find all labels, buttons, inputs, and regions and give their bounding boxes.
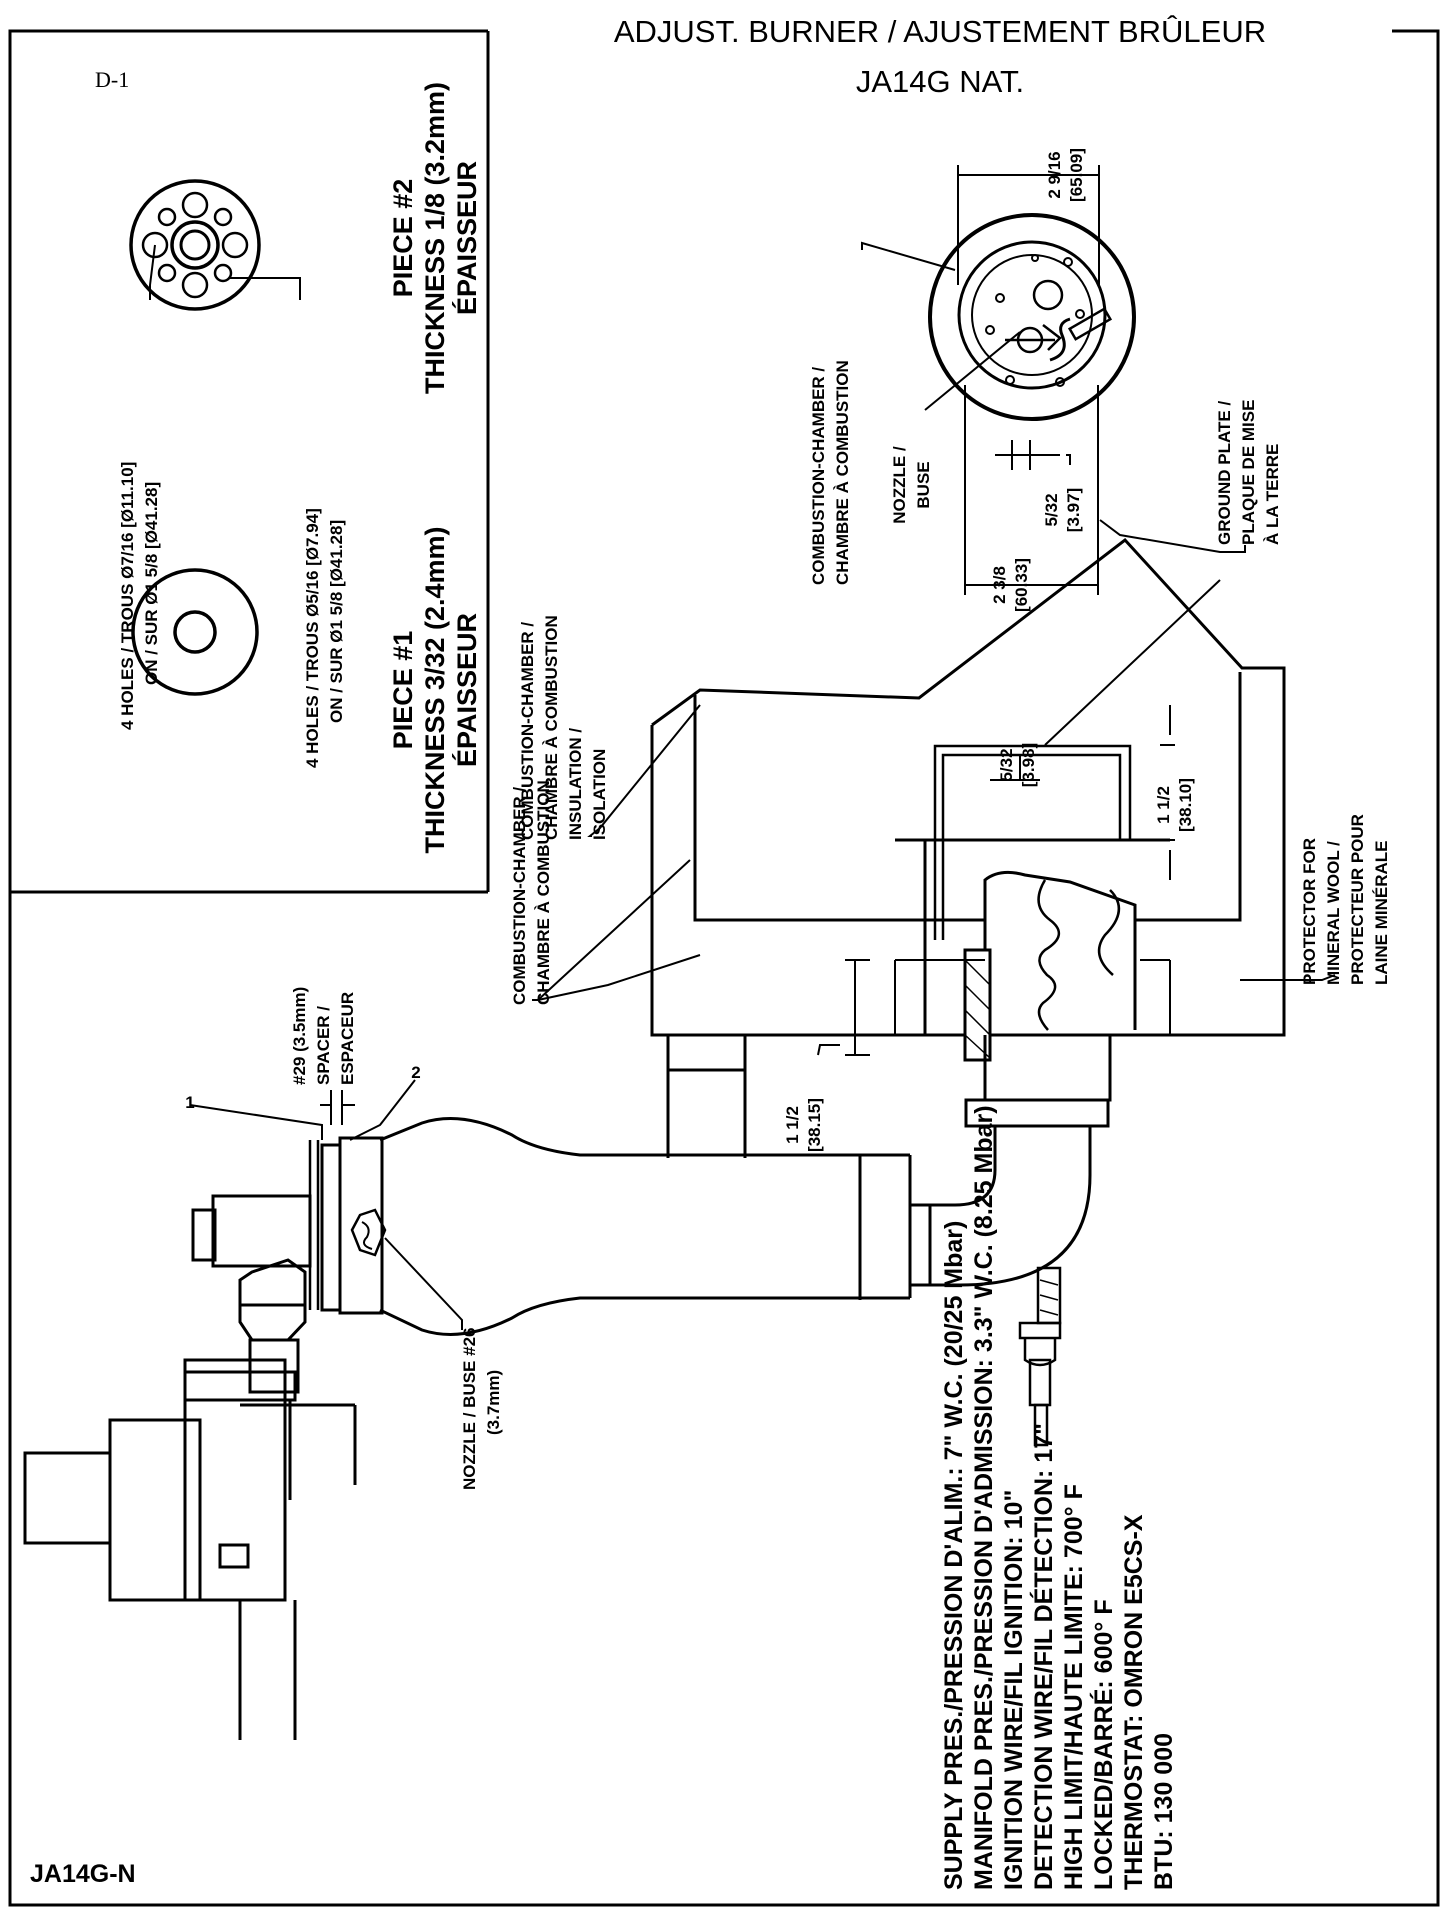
svg-text:CHAMBRE À COMBUSTION: CHAMBRE À COMBUSTION bbox=[534, 780, 553, 1005]
svg-text:GROUND PLATE /: GROUND PLATE / bbox=[1215, 401, 1234, 545]
svg-text:NOZZLE /: NOZZLE / bbox=[890, 446, 909, 524]
combustion-chamber bbox=[650, 537, 1286, 1037]
svg-text:PROTECTEUR POUR: PROTECTEUR POUR bbox=[1348, 814, 1367, 985]
spec-supply: SUPPLY PRES./PRESSION D'ALIM.: 7" W.C. (… bbox=[940, 1221, 968, 1890]
svg-text:INSULATION /: INSULATION / bbox=[566, 728, 585, 840]
igniter-electrode bbox=[1018, 1266, 1062, 1447]
dim-2-9-16: 2 9/16 [65.09] bbox=[1045, 148, 1086, 202]
dim-5-32-main: 5/32 [3.98] bbox=[997, 743, 1038, 787]
venturi-tube bbox=[379, 1117, 930, 1336]
svg-text:MINERAL WOOL /: MINERAL WOOL / bbox=[1324, 841, 1343, 985]
svg-text:LAINE MINÉRALE: LAINE MINÉRALE bbox=[1372, 841, 1391, 986]
spec-btu: BTU: 130 000 bbox=[1150, 1733, 1178, 1890]
label-combustion-chamber-side: COMBUSTION-CHAMBER / CHAMBRE À COMBUSTIO… bbox=[510, 780, 553, 1005]
svg-text:PROTECTOR FOR: PROTECTOR FOR bbox=[1300, 838, 1319, 985]
svg-text:PIECE #2: PIECE #2 bbox=[388, 179, 418, 298]
svg-text:2 3/8: 2 3/8 bbox=[990, 566, 1009, 604]
piece-2-label: PIECE #2 THICKNESS 1/8 (3.2mm) ÉPAISSEUR bbox=[388, 82, 482, 394]
dim-2-3-8: 2 3/8 [60.33] bbox=[990, 558, 1031, 612]
svg-text:ISOLATION: ISOLATION bbox=[590, 749, 609, 840]
piece-1-label: PIECE #1 THICKNESS 3/32 (2.4mm) ÉPAISSEU… bbox=[388, 526, 482, 853]
callout-1: 1 bbox=[185, 1093, 194, 1112]
svg-text:[65.09]: [65.09] bbox=[1067, 148, 1086, 202]
svg-text:[3.98]: [3.98] bbox=[1019, 743, 1038, 787]
holes-small-label: 4 HOLES / TROUS Ø5/16 [Ø7.94] ON / SUR Ø… bbox=[303, 508, 346, 768]
svg-text:ESPACEUR: ESPACEUR bbox=[338, 992, 357, 1085]
svg-text:5/32: 5/32 bbox=[1042, 493, 1061, 526]
dim-1-1-2-left: 1 1/2 [38.15] bbox=[783, 1098, 824, 1152]
svg-text:1 1/2: 1 1/2 bbox=[783, 1106, 802, 1144]
top-leaders bbox=[861, 241, 1246, 553]
svg-text:BUSE: BUSE bbox=[914, 461, 933, 508]
label-nozzle-bottom: NOZZLE / BUSE #26 (3.7mm) bbox=[460, 1328, 503, 1490]
piece-2-washer bbox=[129, 179, 261, 311]
svg-text:THICKNESS 3/32 (2.4mm): THICKNESS 3/32 (2.4mm) bbox=[420, 526, 450, 853]
hole-leaders bbox=[149, 244, 301, 300]
burner-face-detail bbox=[928, 213, 1136, 421]
svg-text:ON / SUR Ø1 5/8 [Ø41.28]: ON / SUR Ø1 5/8 [Ø41.28] bbox=[142, 482, 161, 685]
label-spacer: #29 (3.5mm) SPACER / ESPACEUR bbox=[290, 987, 357, 1085]
air-shutter bbox=[308, 1136, 387, 1315]
dim-5-32-top: 5/32 [3.97] bbox=[1042, 488, 1083, 532]
svg-text:(3.7mm): (3.7mm) bbox=[484, 1370, 503, 1435]
label-nozzle-top: NOZZLE / BUSE bbox=[890, 446, 933, 524]
svg-text:CHAMBRE À COMBUSTION: CHAMBRE À COMBUSTION bbox=[833, 360, 852, 585]
spec-ignition-wire: IGNITION WIRE/FIL IGNITION: 10" bbox=[1000, 1490, 1028, 1890]
gas-valve-assembly bbox=[23, 1194, 357, 1740]
svg-text:PIECE #1: PIECE #1 bbox=[388, 631, 418, 750]
svg-text:COMBUSTION-CHAMBER /: COMBUSTION-CHAMBER / bbox=[809, 367, 828, 585]
spec-high-limit: HIGH LIMIT/HAUTE LIMITE: 700° F bbox=[1060, 1484, 1088, 1890]
top-dimension-lines bbox=[957, 165, 1100, 595]
label-protector: PROTECTOR FOR MINERAL WOOL / PROTECTEUR … bbox=[1300, 814, 1391, 985]
svg-text:À LA TERRE: À LA TERRE bbox=[1263, 444, 1282, 545]
page-frame bbox=[8, 29, 1440, 1907]
svg-text:COMBUSTION-CHAMBER /: COMBUSTION-CHAMBER / bbox=[518, 622, 537, 840]
svg-text:4 HOLES / TROUS Ø5/16 [Ø7.94]: 4 HOLES / TROUS Ø5/16 [Ø7.94] bbox=[303, 508, 322, 768]
svg-text:SPACER /: SPACER / bbox=[314, 1006, 333, 1085]
svg-text:ON / SUR Ø1 5/8 [Ø41.28]: ON / SUR Ø1 5/8 [Ø41.28] bbox=[327, 520, 346, 723]
svg-text:[38.15]: [38.15] bbox=[805, 1098, 824, 1152]
label-insulation: COMBUSTION-CHAMBER / CHAMBRE À COMBUSTIO… bbox=[518, 615, 609, 840]
spec-thermostat: THERMOSTAT: OMRON E5CS-X bbox=[1120, 1514, 1148, 1890]
svg-text:CHAMBRE À COMBUSTION: CHAMBRE À COMBUSTION bbox=[542, 615, 561, 840]
burner-head bbox=[894, 870, 1171, 1062]
spec-detection-wire: DETECTION WIRE/FIL DÉTECTION: 17" bbox=[1029, 1423, 1058, 1890]
svg-text:5/32: 5/32 bbox=[997, 748, 1016, 781]
svg-text:[60.33]: [60.33] bbox=[1012, 558, 1031, 612]
label-combustion-chamber-top: COMBUSTION-CHAMBER / CHAMBRE À COMBUSTIO… bbox=[809, 360, 852, 585]
svg-text:THICKNESS 1/8 (3.2mm): THICKNESS 1/8 (3.2mm) bbox=[420, 82, 450, 394]
dim-1-1-2-right: 1 1/2 [38.10] bbox=[1154, 778, 1195, 832]
svg-text:ÉPAISSEUR: ÉPAISSEUR bbox=[451, 161, 482, 315]
svg-text:2 9/16: 2 9/16 bbox=[1045, 151, 1064, 198]
svg-text:PLAQUE DE MISE: PLAQUE DE MISE bbox=[1239, 400, 1258, 545]
spec-locked: LOCKED/BARRÉ: 600° F bbox=[1089, 1599, 1118, 1890]
svg-text:4 HOLES / TROUS Ø7/16 [Ø11.10]: 4 HOLES / TROUS Ø7/16 [Ø11.10] bbox=[118, 462, 137, 730]
figure-id: D-1 bbox=[95, 67, 129, 92]
ground-plate bbox=[933, 744, 1132, 940]
svg-text:[38.10]: [38.10] bbox=[1176, 778, 1195, 832]
footer-model-code: JA14G-N bbox=[30, 1860, 136, 1888]
page-title: ADJUST. BURNER / AJUSTEMENT BRÛLEUR bbox=[614, 14, 1266, 49]
elbow-and-tube bbox=[666, 1035, 1112, 1287]
svg-text:NOZZLE / BUSE #26: NOZZLE / BUSE #26 bbox=[460, 1328, 479, 1490]
spec-manifold: MANIFOLD PRES./PRESSION D'ADMISSION: 3.3… bbox=[970, 1105, 998, 1890]
piece-1-washer bbox=[131, 568, 259, 696]
main-leaders bbox=[189, 579, 1336, 1330]
svg-text:1 1/2: 1 1/2 bbox=[1154, 786, 1173, 824]
svg-text:ÉPAISSEUR: ÉPAISSEUR bbox=[451, 613, 482, 767]
holes-large-label: 4 HOLES / TROUS Ø7/16 [Ø11.10] ON / SUR … bbox=[118, 462, 161, 730]
model-title: JA14G NAT. bbox=[856, 64, 1024, 99]
spec-list: SUPPLY PRES./PRESSION D'ALIM.: 7" W.C. (… bbox=[940, 1105, 1178, 1890]
svg-text:#29 (3.5mm): #29 (3.5mm) bbox=[290, 987, 309, 1085]
callout-2: 2 bbox=[411, 1063, 420, 1082]
label-ground-plate: GROUND PLATE / PLAQUE DE MISE À LA TERRE bbox=[1215, 400, 1282, 545]
svg-text:COMBUSTION-CHAMBER /: COMBUSTION-CHAMBER / bbox=[510, 787, 529, 1005]
svg-text:[3.97]: [3.97] bbox=[1064, 488, 1083, 532]
